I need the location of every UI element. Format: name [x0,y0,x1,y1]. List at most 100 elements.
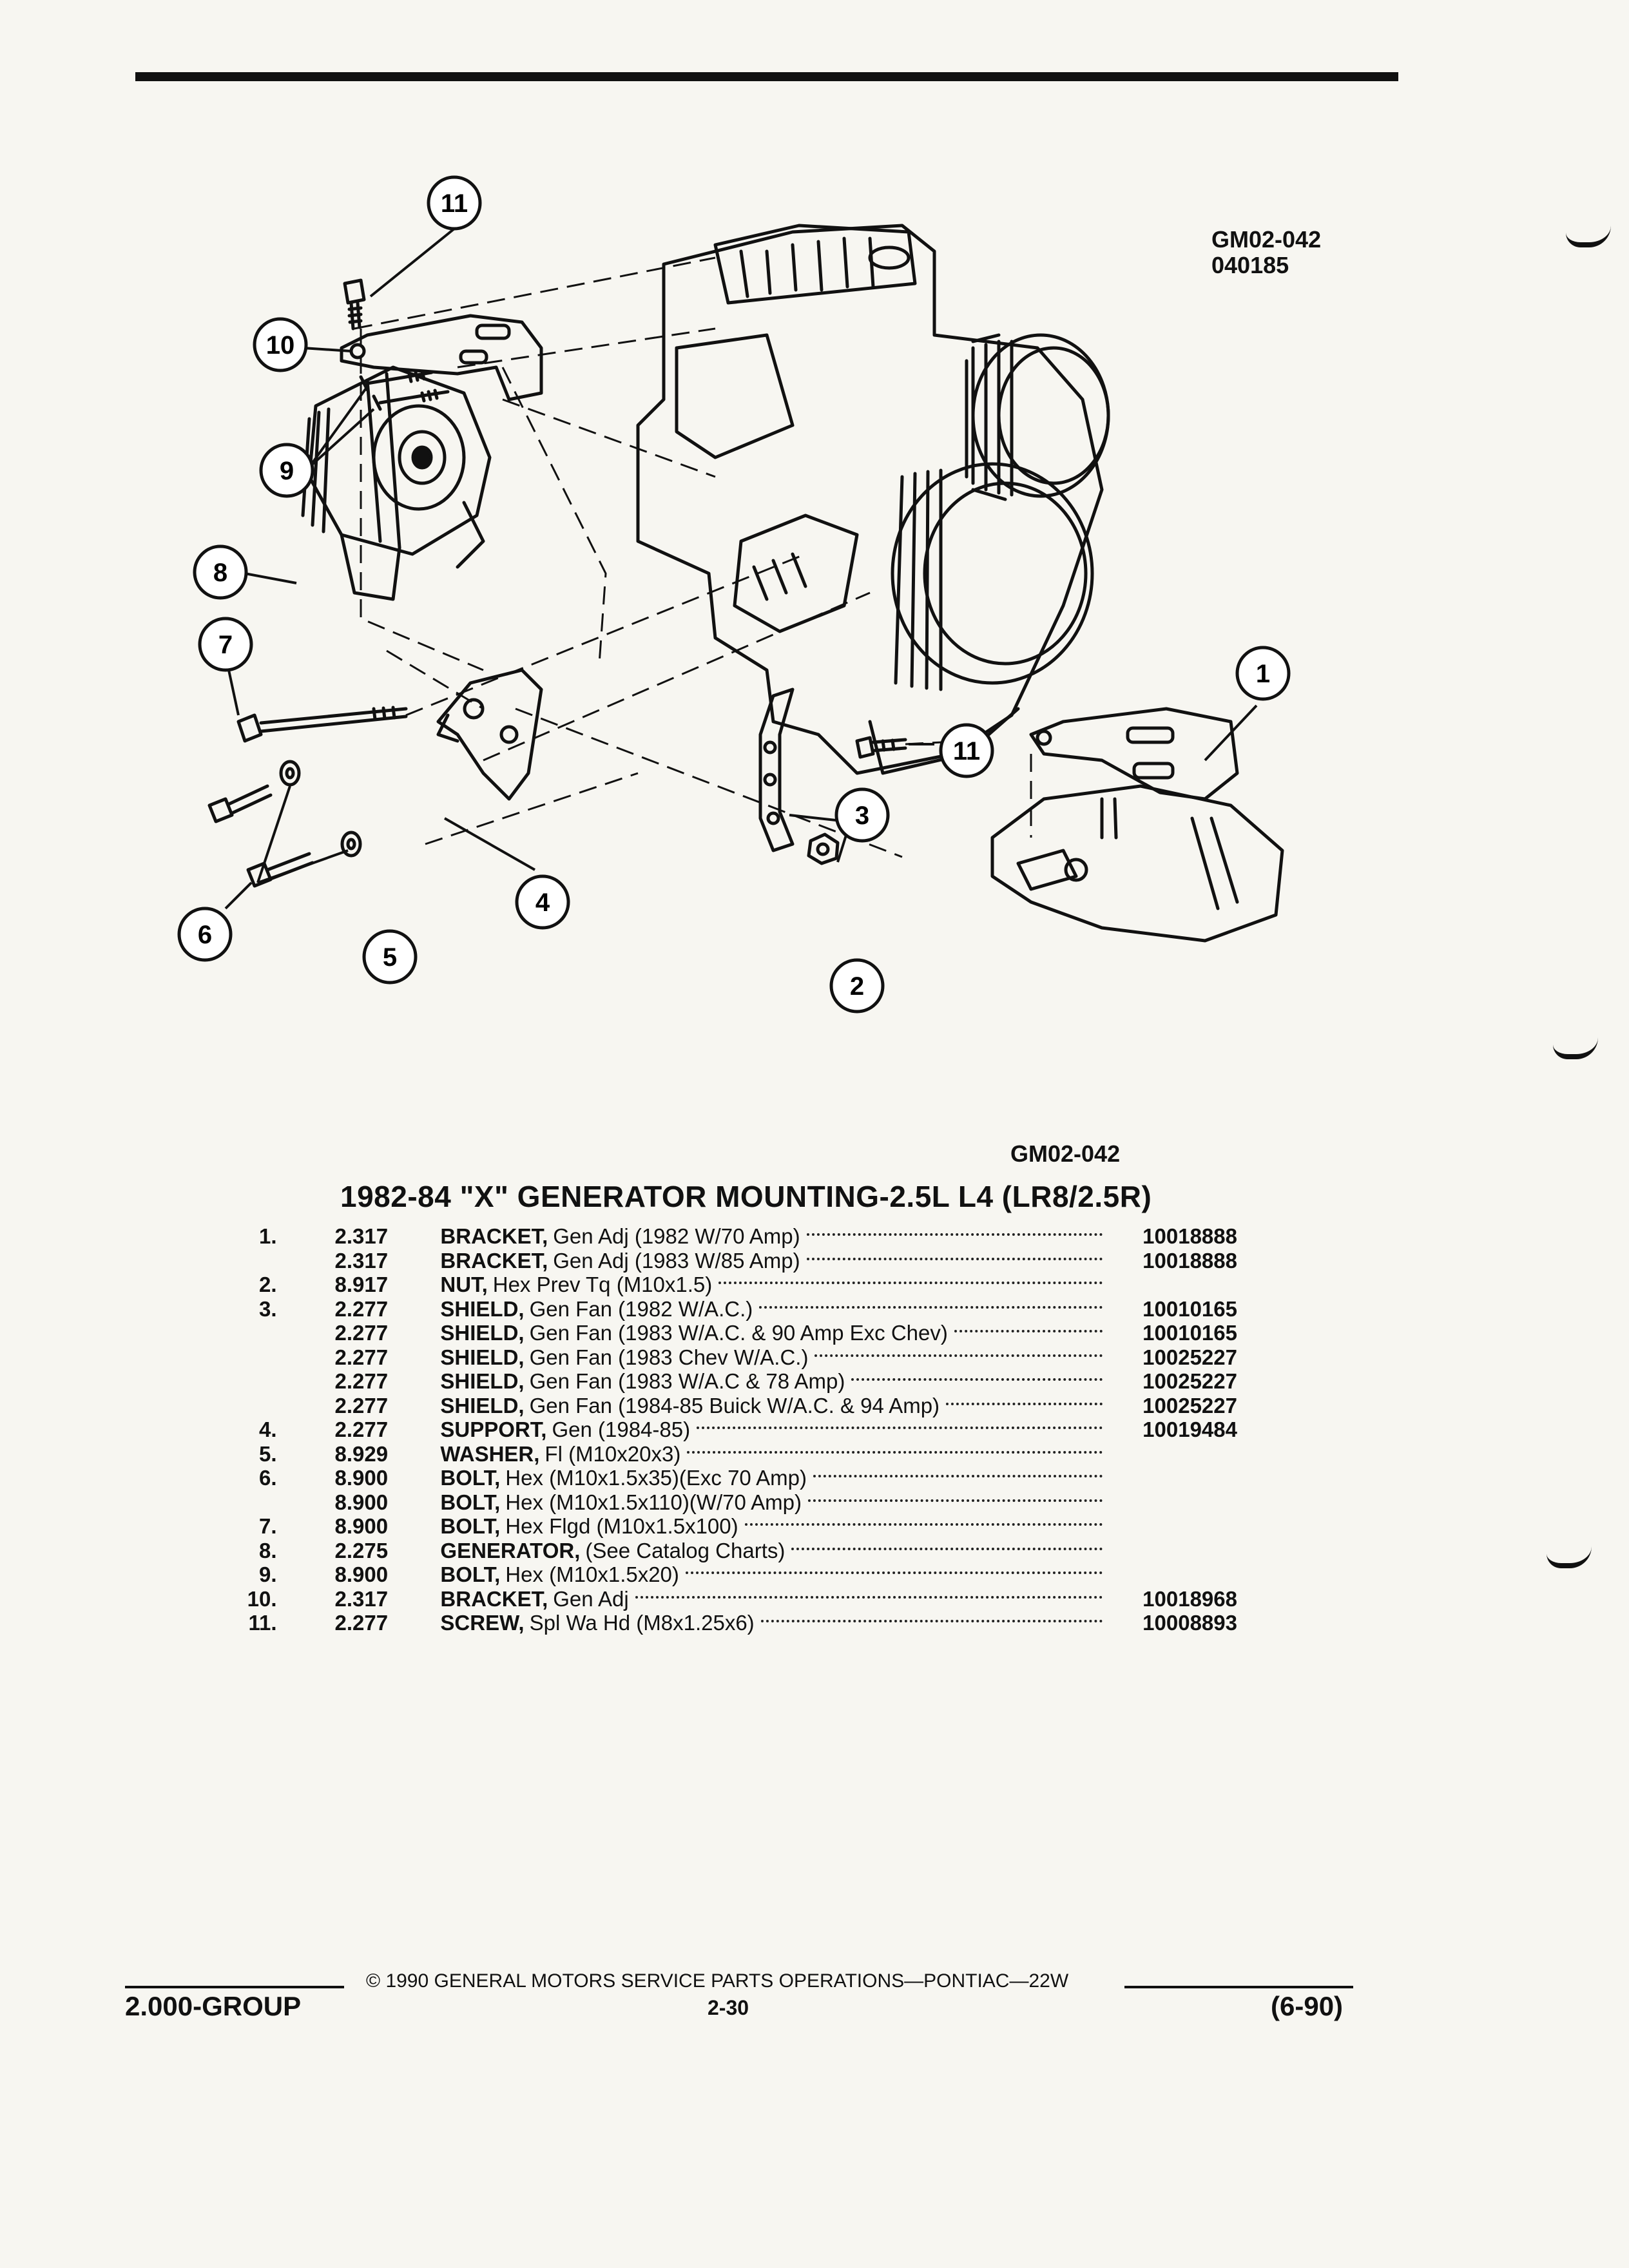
part-spec: Gen Fan (1984-85 Buick W/A.C. & 94 Amp) [529,1393,940,1418]
description: BOLT,Hex (M10x1.5x110)(W/70 Amp) [440,1490,1109,1515]
callout-2: 2 [829,958,885,1014]
part-spec: Spl Wa Hd (M8x1.25x6) [529,1611,755,1635]
description: SHIELD,Gen Fan (1982 W/A.C.) [440,1297,1109,1321]
part-name: SHIELD, [440,1345,525,1369]
dot-leader [718,1273,1103,1284]
part-name: WASHER, [440,1441,540,1466]
margin-mark [1553,1037,1598,1059]
description: SHIELD,Gen Fan (1983 W/A.C & 78 Amp) [440,1369,1109,1394]
svg-text:6: 6 [198,921,212,949]
callouts: 11 10 9 8 7 6 5 4 [177,175,1291,1014]
engine-block [636,224,1104,775]
description: BRACKET,Gen Adj (1982 W/70 Amp) [440,1224,1109,1249]
part-number: 10018968 [1142,1586,1237,1611]
nut [807,832,840,865]
svg-text:3: 3 [855,802,869,830]
item-number: 7. [259,1514,277,1538]
callout-9: 9 [259,443,314,498]
figure-reference: GM02-042 040185 [1211,227,1321,278]
svg-text:1: 1 [1256,660,1270,688]
figure-number: 040185 [1211,252,1289,278]
part-spec: Gen (1984-85) [552,1418,691,1441]
group-number: 2.277 [334,1345,389,1369]
bolt-7 [236,706,408,743]
part-spec: Gen Fan (1983 Chev W/A.C.) [529,1345,809,1369]
item-number: 9. [259,1562,277,1586]
part-name: SHIELD, [440,1296,525,1321]
group-number: 8.900 [334,1514,389,1538]
dot-leader [815,1345,1103,1357]
dot-leader [946,1394,1103,1405]
part-name: SHIELD, [440,1369,525,1393]
description: SHIELD,Gen Fan (1983 W/A.C. & 90 Amp Exc… [440,1321,1109,1345]
description: BOLT,Hex (M10x1.5x20) [440,1562,1109,1587]
callout-10: 10 [253,317,308,372]
bracket-1-assembly [990,707,1284,943]
svg-text:2: 2 [850,972,864,1001]
footer-rule-left [125,1986,344,1988]
dot-leader [806,1224,1103,1236]
part-name: BOLT, [440,1466,501,1490]
part-spec: Hex Prev Tq (M10x1.5) [492,1273,713,1296]
callout-4: 4 [515,874,570,930]
crank-pulley [733,462,1094,691]
group-number: 8.917 [334,1273,389,1296]
dot-leader [851,1369,1103,1381]
part-spec: Fl (M10x20x3) [545,1441,681,1466]
exploded-diagram: 11 10 9 8 7 6 5 4 [177,175,1291,1014]
item-number: 6. [259,1466,277,1490]
item-number: 8. [259,1538,277,1562]
dot-leader [685,1562,1103,1574]
upper-bracket [340,314,543,401]
callout-6: 6 [177,907,233,962]
part-spec: Gen Fan (1983 W/A.C & 78 Amp) [529,1369,845,1393]
callout-11-right: 11 [939,723,994,778]
screw-11-right [855,736,907,759]
svg-text:10: 10 [266,331,295,360]
part-number: 10018888 [1142,1248,1237,1273]
svg-text:9: 9 [280,457,294,485]
part-spec: Gen Adj [553,1586,629,1611]
callout-11-top: 11 [427,175,482,231]
part-name: SHIELD, [440,1321,525,1345]
margin-mark [1547,1546,1592,1568]
callout-1: 1 [1235,646,1291,701]
description: BRACKET,Gen Adj (1983 W/85 Amp) [440,1249,1109,1273]
part-number: 10025227 [1142,1393,1237,1418]
dot-leader [806,1249,1103,1260]
part-number: 10025227 [1142,1369,1237,1393]
callout-8: 8 [193,544,248,600]
item-number: 4. [259,1418,277,1441]
svg-text:11: 11 [953,737,980,765]
item-number: 11. [248,1611,277,1635]
part-number: 10010165 [1142,1296,1237,1321]
part-number: 10018888 [1142,1224,1237,1248]
part-spec: Gen Adj (1982 W/70 Amp) [553,1224,800,1248]
group-number: 2.277 [334,1418,389,1441]
bolts-9 [359,369,450,411]
fan-shield [758,687,795,852]
item-number: 5. [259,1441,277,1466]
bolt-11-top [343,278,366,331]
footer-rule-right [1124,1986,1353,1988]
part-spec: Gen Fan (1983 W/A.C. & 90 Amp Exc Chev) [529,1321,948,1345]
margin-mark [1566,226,1611,247]
page-title: 1982-84 "X" GENERATOR MOUNTING-2.5L L4 (… [340,1180,1152,1213]
dot-leader [687,1442,1103,1454]
svg-text:4: 4 [535,889,550,917]
part-name: BOLT, [440,1514,501,1538]
bolts-6 [207,784,314,888]
group-number: 2.275 [334,1538,389,1562]
svg-text:11: 11 [441,189,468,218]
dot-leader [759,1297,1103,1309]
callout-7: 7 [198,617,253,672]
dot-leader [744,1514,1103,1526]
item-number: 3. [259,1296,277,1321]
